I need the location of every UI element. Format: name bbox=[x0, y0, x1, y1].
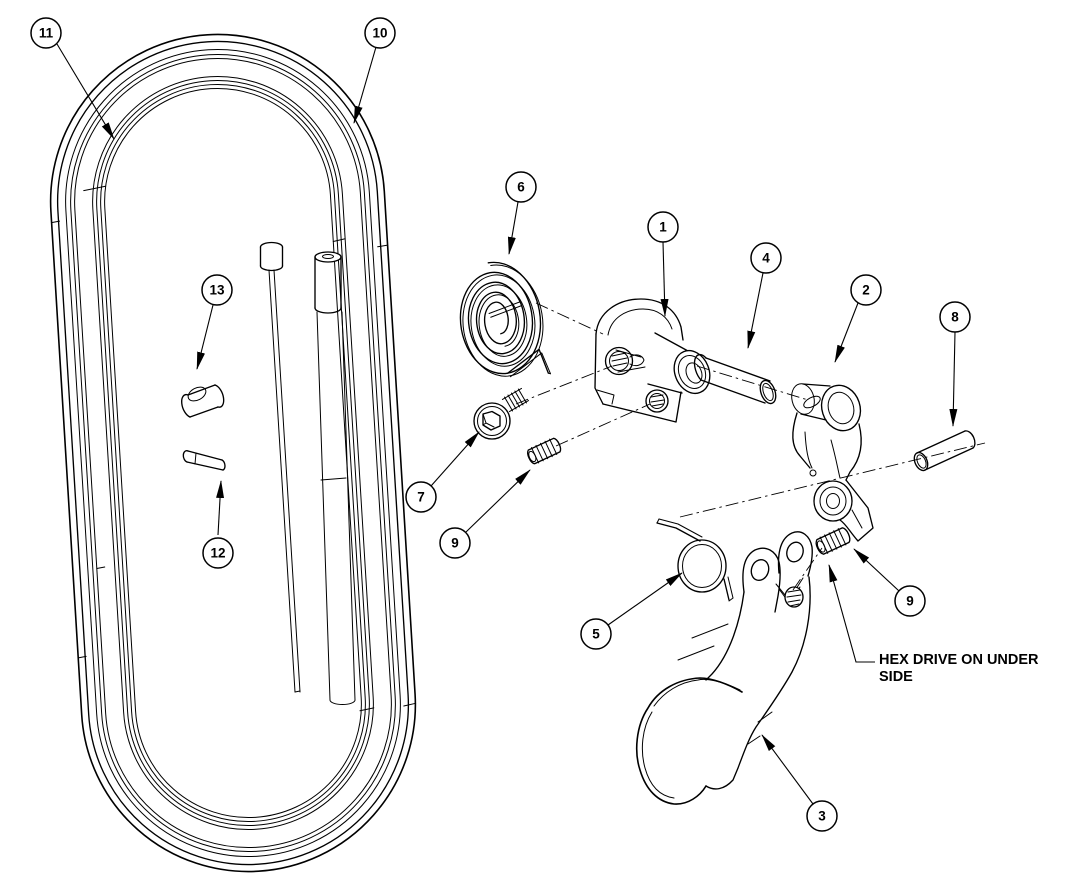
callout-7: 7 bbox=[405, 481, 437, 513]
leader-3 bbox=[761, 734, 814, 805]
callout-12: 12 bbox=[202, 537, 234, 569]
callout-5-label: 5 bbox=[592, 627, 600, 642]
callout-8-label: 8 bbox=[951, 310, 959, 325]
leader-9-left bbox=[465, 469, 531, 533]
part-12-pin bbox=[182, 450, 226, 471]
part-4-pin bbox=[693, 353, 777, 405]
callout-9-left: 9 bbox=[439, 527, 471, 559]
leader-8 bbox=[949, 331, 958, 427]
callout-5: 5 bbox=[580, 618, 612, 650]
callout-8: 8 bbox=[939, 301, 971, 333]
callout-7-circle bbox=[405, 481, 437, 513]
callout-6-circle bbox=[505, 171, 537, 203]
callout-4-label: 4 bbox=[762, 251, 770, 266]
callout-9-right-label: 9 bbox=[906, 594, 914, 609]
note-leader bbox=[828, 564, 875, 663]
part-1-clamp-body bbox=[594, 298, 711, 423]
housing-ferrule bbox=[314, 251, 356, 705]
callout-11: 11 bbox=[30, 17, 62, 49]
callout-11-circle bbox=[30, 17, 62, 49]
leader-13 bbox=[196, 304, 214, 370]
callout-9-right: 9 bbox=[894, 585, 926, 617]
callout-4-circle bbox=[750, 242, 782, 274]
inner-cable bbox=[259, 241, 301, 693]
part-6-spiral-spring bbox=[459, 261, 551, 378]
callout-12-label: 12 bbox=[210, 546, 225, 561]
leader-10 bbox=[353, 46, 377, 124]
part-9-set-screw-right bbox=[815, 527, 851, 555]
leader-4 bbox=[747, 272, 764, 349]
callout-13-label: 13 bbox=[209, 283, 225, 298]
part-3-lever bbox=[635, 531, 813, 805]
callout-8-circle bbox=[939, 301, 971, 333]
part-8-pin bbox=[913, 430, 976, 472]
callout-12-circle bbox=[202, 537, 234, 569]
callout-9-left-circle bbox=[439, 527, 471, 559]
note-line-1: HEX DRIVE ON UNDER bbox=[879, 652, 1039, 668]
callout-10-circle bbox=[364, 17, 396, 49]
callout-13-circle bbox=[201, 274, 233, 306]
assembly-center-lines bbox=[515, 302, 986, 591]
part-13-barrel bbox=[181, 384, 225, 418]
callout-2-label: 2 bbox=[862, 283, 870, 298]
callout-3-circle bbox=[806, 800, 838, 832]
cable-housing-loop bbox=[49, 33, 417, 873]
leader-11 bbox=[56, 43, 115, 140]
callout-3-label: 3 bbox=[818, 809, 826, 824]
leader-7 bbox=[430, 431, 480, 487]
callout-2: 2 bbox=[850, 274, 882, 306]
callout-5-circle bbox=[580, 618, 612, 650]
callout-1-label: 1 bbox=[659, 220, 667, 235]
callout-13: 13 bbox=[201, 274, 233, 306]
callout-1: 1 bbox=[647, 211, 679, 243]
callout-balloons: 11 10 6 1 4 2 8 13 bbox=[30, 17, 971, 832]
housing-joint-ticks bbox=[51, 185, 417, 712]
callout-7-label: 7 bbox=[417, 490, 425, 505]
leader-12 bbox=[216, 480, 225, 536]
callout-4: 4 bbox=[750, 242, 782, 274]
leader-1 bbox=[660, 241, 669, 317]
leader-lines bbox=[56, 43, 958, 805]
callout-9-left-label: 9 bbox=[451, 536, 459, 551]
callout-9-right-circle bbox=[894, 585, 926, 617]
hex-drive-note: HEX DRIVE ON UNDER SIDE bbox=[879, 652, 1039, 685]
callout-2-circle bbox=[850, 274, 882, 306]
callout-6-label: 6 bbox=[517, 180, 525, 195]
leader-6 bbox=[507, 201, 519, 255]
callout-10: 10 bbox=[364, 17, 396, 49]
part-9-set-screw-left bbox=[527, 437, 562, 465]
callout-1-circle bbox=[647, 211, 679, 243]
leader-2 bbox=[834, 302, 859, 363]
part-5-torsion-spring bbox=[656, 518, 734, 602]
note-line-2: SIDE bbox=[879, 669, 913, 685]
part-7-bolt bbox=[473, 387, 529, 440]
callout-10-label: 10 bbox=[372, 26, 387, 41]
callout-6: 6 bbox=[505, 171, 537, 203]
callout-3: 3 bbox=[806, 800, 838, 832]
callout-11-label: 11 bbox=[39, 26, 54, 41]
part-2-rocker-arm bbox=[791, 383, 874, 542]
leader-5 bbox=[607, 572, 683, 626]
leader-9-right bbox=[853, 548, 900, 592]
